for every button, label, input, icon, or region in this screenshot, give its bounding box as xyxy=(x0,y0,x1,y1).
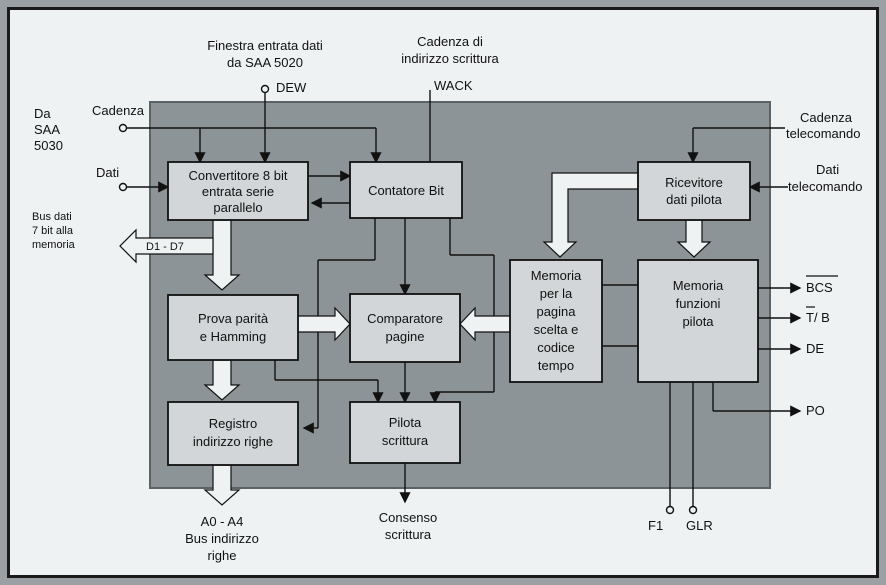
page-memory-line-2: per la xyxy=(540,286,573,301)
cad-tele-line-1: Cadenza xyxy=(800,110,853,125)
block-write-driver: Pilota scrittura xyxy=(349,401,461,464)
block-counter: Contatore Bit xyxy=(349,161,463,219)
page-memory-line-6: tempo xyxy=(538,358,574,373)
bcs-label: BCS xyxy=(806,280,833,295)
window-label-line-2: da SAA 5020 xyxy=(227,55,303,70)
da-saa-line-2: SAA xyxy=(34,122,60,137)
converter-line-2: entrata serie xyxy=(202,184,274,199)
bus-data-line-1: Bus dati xyxy=(32,211,72,223)
bus-arrows xyxy=(119,172,712,506)
block-parity: Prova parità e Hamming xyxy=(167,294,299,361)
block-row-register: Registro indirizzo righe xyxy=(167,401,299,466)
block-func-memory: Memoria funzioni pilota xyxy=(637,259,759,383)
window-label-line-1: Finestra entrata dati xyxy=(207,38,323,53)
block-receiver: Ricevitore dati pilota xyxy=(637,161,751,221)
comparator-line-2: pagine xyxy=(385,329,424,344)
cadenza-label: Cadenza xyxy=(92,103,145,118)
cadence-top-line-1: Cadenza di xyxy=(417,34,483,49)
bus-data-line-3: memoria xyxy=(32,239,76,251)
page-memory-line-1: Memoria xyxy=(531,268,582,283)
block-diagram: Convertitore 8 bit entrata serie paralle… xyxy=(32,34,862,563)
receiver-line-2: dati pilota xyxy=(666,192,722,207)
cadence-top-line-2: indirizzo scrittura xyxy=(401,51,499,66)
func-memory-line-3: pilota xyxy=(682,314,714,329)
pins xyxy=(118,84,698,515)
da-saa-line-1: Da xyxy=(34,106,51,121)
signal-lines xyxy=(123,90,802,507)
converter-line-3: parallelo xyxy=(213,200,262,215)
converter-line-1: Convertitore 8 bit xyxy=(189,168,288,183)
bus-rows-line-2: righe xyxy=(208,548,237,563)
page-memory-line-4: scelta e xyxy=(534,322,579,337)
row-register-line-2: indirizzo righe xyxy=(193,434,273,449)
page-memory-line-5: codice xyxy=(537,340,575,355)
page-memory-line-3: pagina xyxy=(536,304,576,319)
f1-label: F1 xyxy=(648,518,663,533)
de-label: DE xyxy=(806,341,824,356)
func-memory-line-2: funzioni xyxy=(676,296,721,311)
block-comparator: Comparatore pagine xyxy=(349,293,461,363)
a0a4-label: A0 - A4 xyxy=(201,514,244,529)
write-driver-line-2: scrittura xyxy=(382,433,429,448)
block-page-memory: Memoria per la pagina scelta e codice te… xyxy=(509,259,603,383)
dati-label: Dati xyxy=(96,165,119,180)
tb-label: T/ B xyxy=(806,310,830,325)
counter-label: Contatore Bit xyxy=(368,183,444,198)
consenso-line-1: Consenso xyxy=(379,510,438,525)
receiver-line-1: Ricevitore xyxy=(665,175,723,190)
row-register-line-1: Registro xyxy=(209,416,257,431)
dati-tele-line-1: Dati xyxy=(816,162,839,177)
wack-label: WACK xyxy=(434,78,473,93)
dew-label: DEW xyxy=(276,80,307,95)
dati-tele-line-2: telecomando xyxy=(788,179,862,194)
comparator-line-1: Comparatore xyxy=(367,311,443,326)
consenso-line-2: scrittura xyxy=(385,527,432,542)
bus-rows-line-1: Bus indirizzo xyxy=(185,531,259,546)
bus-data-line-2: 7 bit alla xyxy=(32,225,74,237)
figure-panel: Convertitore 8 bit entrata serie paralle… xyxy=(7,7,879,578)
func-memory-line-1: Memoria xyxy=(673,278,724,293)
write-driver-line-1: Pilota xyxy=(389,415,422,430)
po-label: PO xyxy=(806,403,825,418)
block-converter: Convertitore 8 bit entrata serie paralle… xyxy=(167,161,309,221)
da-saa-line-3: 5030 xyxy=(34,138,63,153)
parity-line-2: e Hamming xyxy=(200,329,266,344)
d1d7-label: D1 - D7 xyxy=(146,241,184,253)
parity-line-1: Prova parità xyxy=(198,311,269,326)
cad-tele-line-2: telecomando xyxy=(786,126,860,141)
glr-label: GLR xyxy=(686,518,713,533)
